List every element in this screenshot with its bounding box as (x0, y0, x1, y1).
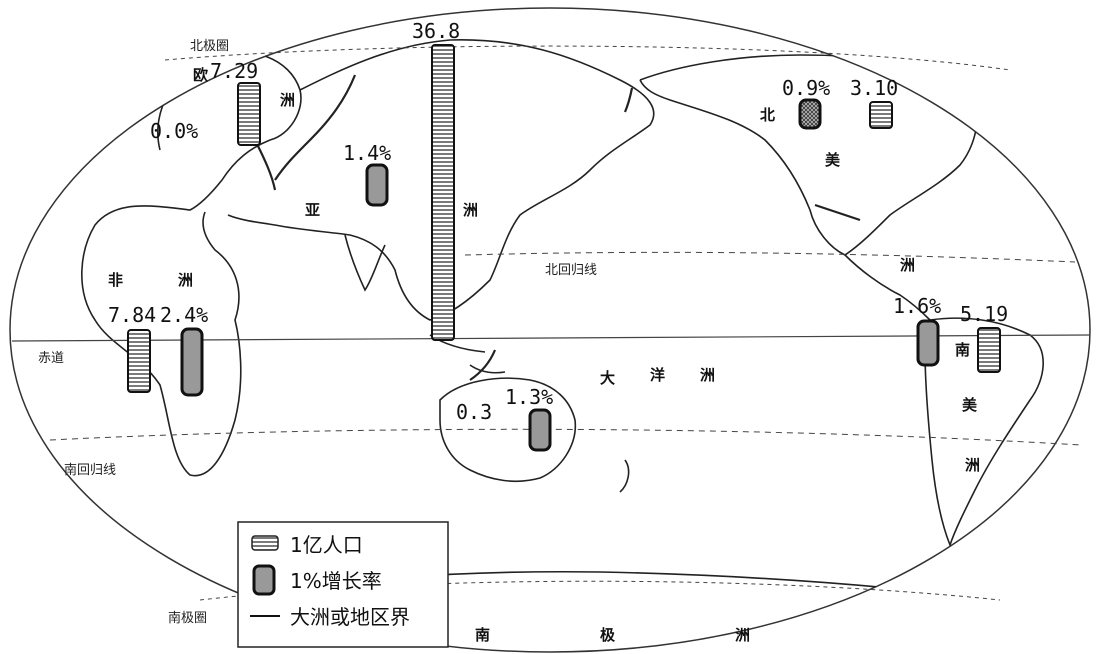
growth-label-north-america: 0.9% (782, 76, 830, 100)
continent-south-america-char-1: 南 (955, 341, 970, 359)
growth-bar-asia (365, 163, 389, 207)
population-bar-europe (237, 82, 261, 146)
region-boundary-europe-asia (274, 74, 357, 181)
population-label-europe: 7.29 (210, 59, 258, 83)
equator-label: 赤道 (38, 351, 64, 366)
continent-europe-char-1: 欧 (193, 66, 208, 84)
tropic-of-capricorn-label: 南回归线 (64, 462, 116, 478)
growth-label-latin-america: 1.6% (893, 294, 941, 318)
continent-north-america-char-1: 北 (760, 106, 775, 124)
continent-oceania-char-3: 洲 (700, 366, 715, 384)
continent-asia-char-2: 洲 (463, 201, 478, 219)
antarctic-circle-line (199, 580, 1001, 601)
legend-population-icon (251, 535, 279, 551)
continent-north-america-char-2: 美 (825, 151, 841, 169)
central-america-coast (844, 254, 931, 321)
population-bar-asia (431, 44, 455, 341)
continent-oceania-char-2: 洋 (650, 366, 665, 384)
legend-growth-label: 1%增长率 (290, 569, 382, 593)
legend-boundary-label: 大洲或地区界 (290, 605, 410, 629)
antarctic-circle-label: 南极圈 (168, 610, 207, 626)
arctic-circle-line (164, 45, 1011, 71)
growth-bar-north-america (798, 98, 822, 130)
population-label-africa: 7.84 (108, 303, 156, 327)
continent-antarctica-char-2: 极 (600, 626, 616, 644)
continent-africa-char-2: 洲 (178, 271, 193, 289)
population-label-north-america: 3.10 (850, 76, 898, 100)
continent-asia-char-1: 亚 (305, 201, 320, 219)
region-boundary-asia-oceania (469, 349, 497, 381)
population-bar-latin-america (977, 327, 1001, 373)
tropic-of-capricorn-line (49, 428, 1081, 446)
growth-bar-oceania (528, 408, 552, 452)
tropic-of-cancer-label: 北回归线 (545, 263, 597, 278)
population-bar-africa (127, 329, 151, 393)
india-coast (344, 234, 386, 292)
continent-south-america-char-2: 美 (962, 396, 978, 414)
growth-bar-latin-america (916, 319, 940, 367)
growth-label-africa: 2.4% (160, 303, 208, 327)
legend: 1亿人口 1%增长率 大洲或地区界 (237, 521, 449, 648)
growth-label-europe: 0.0% (150, 119, 198, 143)
australia-coast (439, 377, 577, 483)
asia-coast (227, 39, 655, 321)
north-america-coast (639, 54, 978, 256)
tropic-of-cancer-line (464, 251, 1076, 263)
growth-label-asia: 1.4% (343, 141, 391, 165)
growth-label-oceania: 1.3% (505, 385, 553, 409)
continent-antarctica-char-1: 南 (475, 626, 490, 644)
continent-south-america-char-3: 洲 (965, 456, 980, 474)
population-label-oceania: 0.3 (456, 400, 492, 424)
arctic-circle-label: 北极圈 (190, 39, 229, 54)
growth-bar-africa (180, 327, 204, 397)
continent-africa-char-1: 非 (108, 271, 123, 289)
continent-north-america-char-3: 洲 (900, 256, 915, 274)
population-bar-north-america (869, 101, 893, 129)
continent-oceania-char-1: 大 (600, 369, 615, 387)
population-label-asia: 36.8 (412, 19, 460, 43)
region-boundary-us-mexico (814, 203, 861, 222)
legend-population-label: 1亿人口 (290, 533, 363, 557)
new-zealand-coast (619, 459, 630, 493)
continent-europe-char-2: 洲 (280, 91, 295, 109)
map-frame (9, 7, 1091, 653)
region-boundary-bering (623, 87, 634, 113)
population-label-latin-america: 5.19 (960, 302, 1008, 326)
continent-antarctica-char-3: 洲 (735, 626, 750, 644)
legend-growth-icon (252, 564, 276, 596)
